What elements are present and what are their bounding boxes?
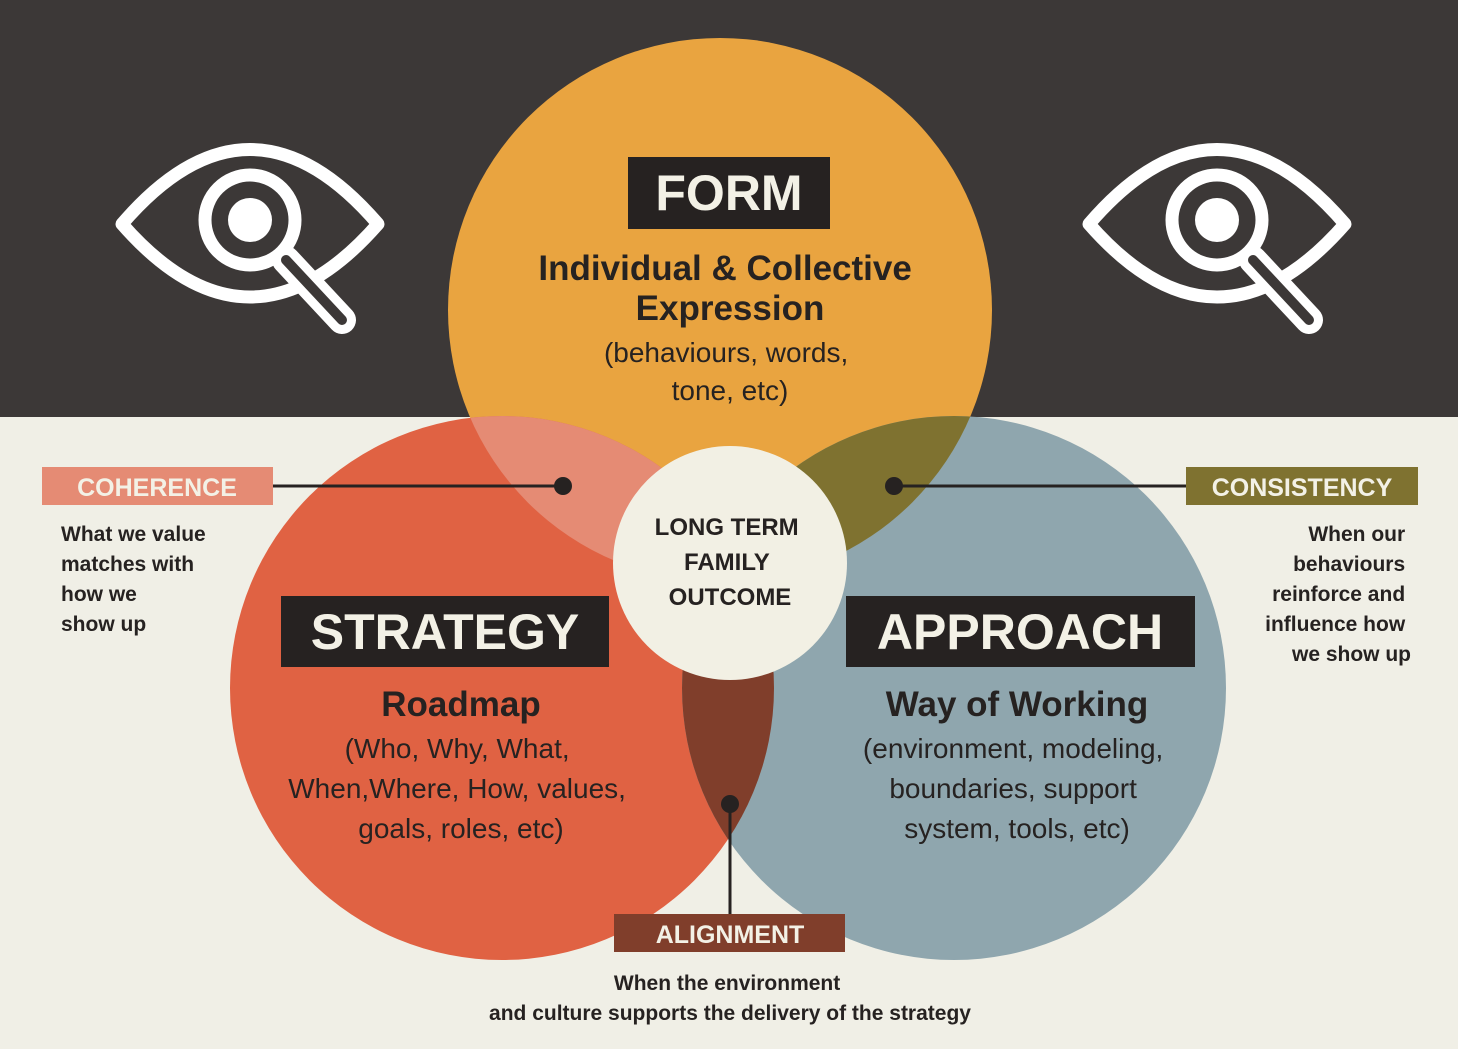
coherence-label-box [42,467,273,505]
alignment-label-box [614,914,845,952]
form-subtitle: Individual & Collective Expression [538,249,921,328]
consistency-description: When our behaviours reinforce and influe… [1265,523,1411,666]
form-title: FORM [655,165,802,221]
consistency-label-box [1186,467,1418,505]
alignment-label: ALIGNMENT [656,921,805,949]
coherence-label: COHERENCE [77,474,237,502]
strategy-title-box [281,596,609,667]
approach-subtitle: Way of Working [886,685,1149,724]
coherence-dot [554,477,572,495]
coherence-description: What we value matches with how we show u… [61,523,212,636]
alignment-dot [721,795,739,813]
center-circle [613,446,847,680]
approach-body: (environment, modeling, boundaries, supp… [863,733,1171,844]
form-body: (behaviours, words, tone, etc) [604,337,856,406]
strategy-title: STRATEGY [311,604,580,660]
left-eye-magnifier-icon [115,143,385,334]
right-eye-magnifier-icon [1082,143,1352,334]
form-title-box [628,157,830,229]
strategy-subtitle: Roadmap [381,685,540,724]
alignment-description: When the environment and culture support… [489,972,971,1025]
center-text: LONG TERM FAMILY OUTCOME [655,514,806,611]
consistency-dot [885,477,903,495]
consistency-label: CONSISTENCY [1212,474,1393,502]
approach-title: APPROACH [877,604,1163,660]
approach-title-box [846,596,1195,667]
strategy-body: (Who, Why, What, When,Where, How, values… [288,733,633,844]
